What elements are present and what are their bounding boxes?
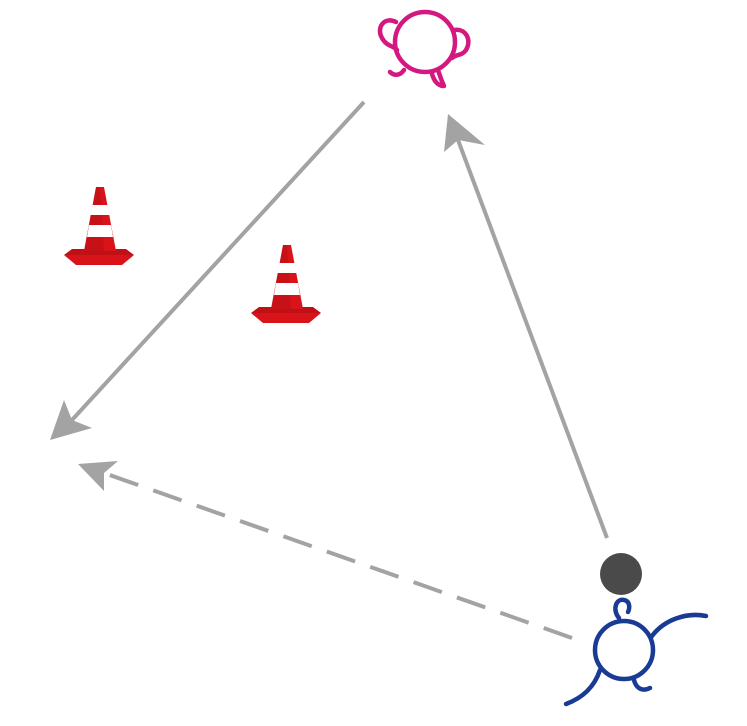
traffic-cone-icon: [251, 245, 321, 323]
player-top-view-icon: [377, 9, 471, 89]
player-running-top-view-icon: [563, 597, 709, 707]
pass-arrow-bottom-to-top: [444, 114, 609, 539]
pass-arrow-top-to-left: [50, 100, 366, 440]
traffic-cone-icon: [64, 187, 134, 265]
run-arrow-dashed: [78, 461, 573, 640]
ball-icon: [600, 553, 642, 595]
